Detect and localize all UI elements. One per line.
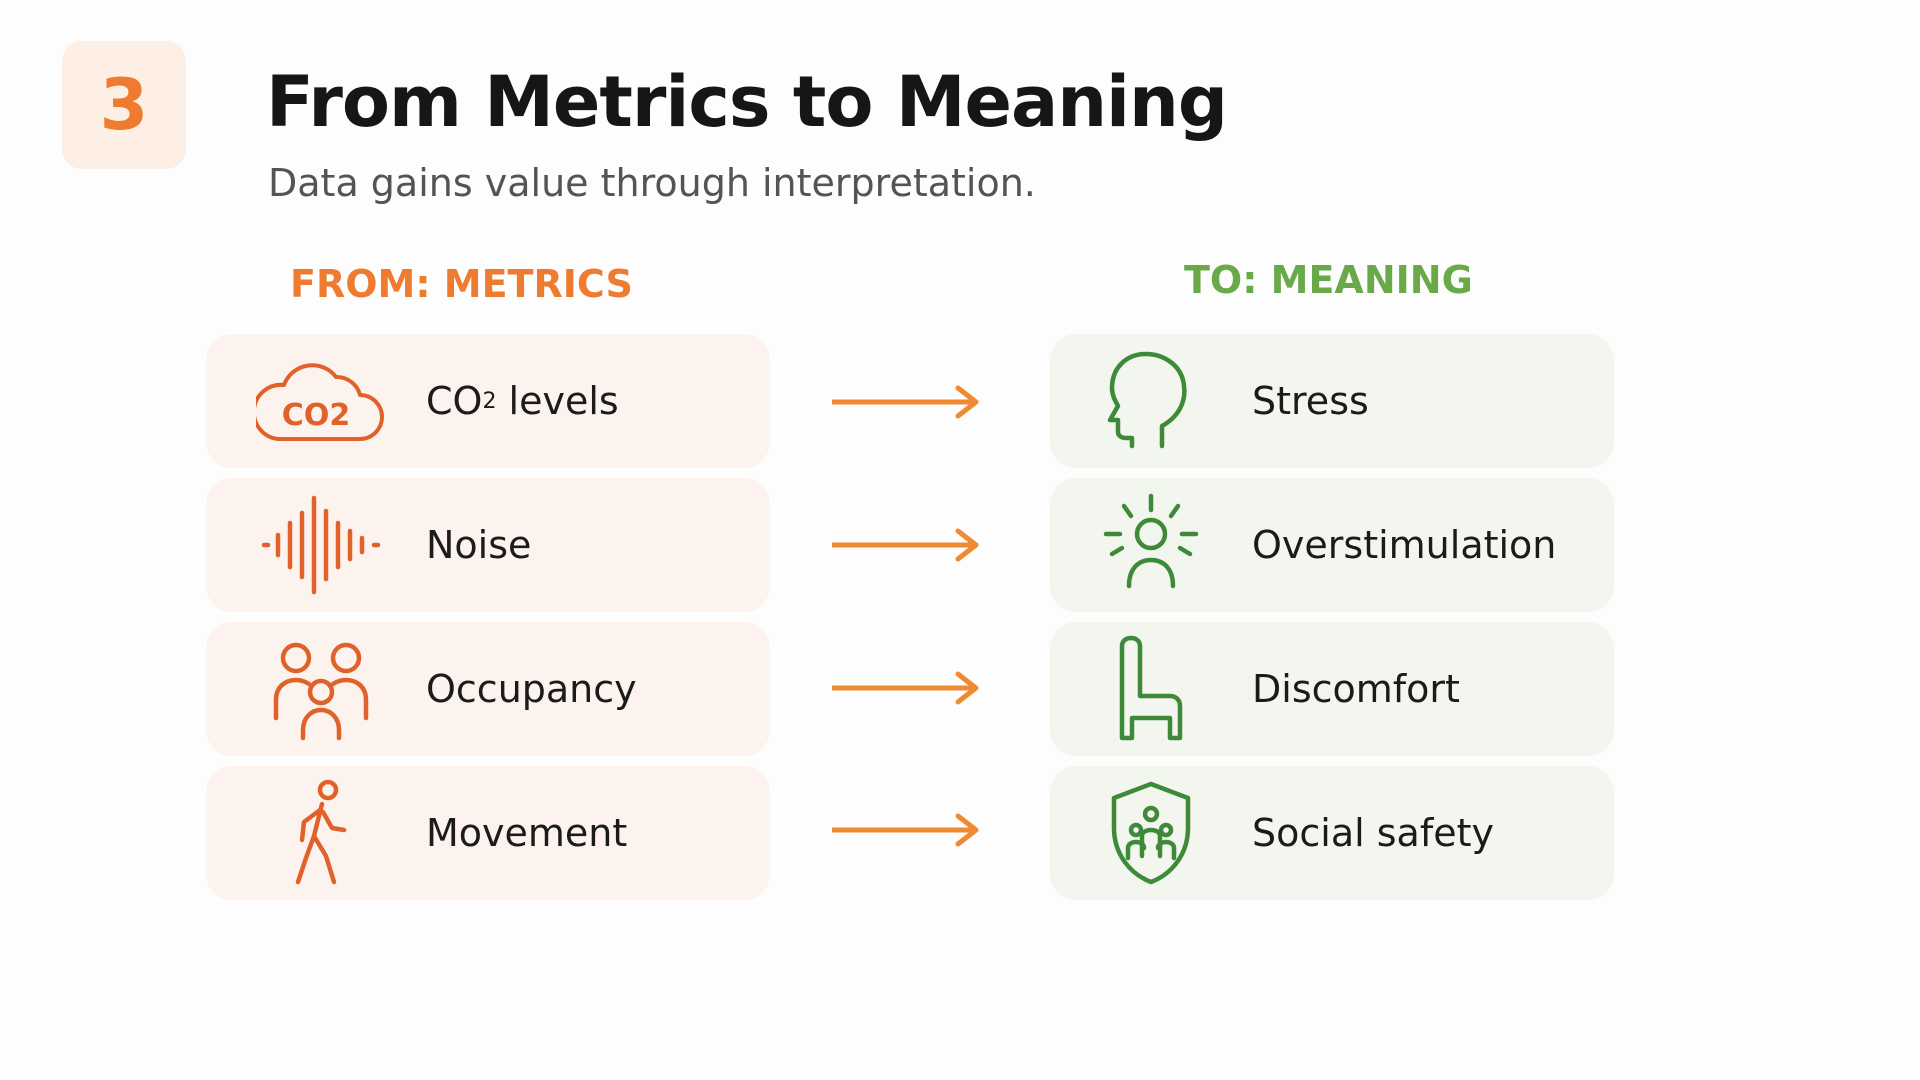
metric-card-movement: Movement bbox=[206, 766, 770, 900]
slide-subtitle: Data gains value through interpretation. bbox=[268, 161, 1036, 205]
shield-people-icon bbox=[1096, 778, 1206, 888]
person-radiating-icon bbox=[1096, 490, 1206, 600]
co2-icon-text: CO2 bbox=[282, 398, 350, 433]
meaning-card-social-safety: Social safety bbox=[1050, 766, 1614, 900]
meaning-label-social-safety: Social safety bbox=[1252, 811, 1494, 855]
arrow-icon bbox=[832, 813, 979, 847]
meaning-label-stress: Stress bbox=[1252, 379, 1369, 423]
slide-number-badge: 3 bbox=[62, 41, 186, 169]
metric-label-occupancy: Occupancy bbox=[426, 667, 637, 711]
metric-card-occupancy: Occupancy bbox=[206, 622, 770, 756]
metric-label-movement: Movement bbox=[426, 811, 628, 855]
meaning-card-overstimulation: Overstimulation bbox=[1050, 478, 1614, 612]
slide-title: From Metrics to Meaning bbox=[266, 61, 1228, 143]
meaning-label-overstimulation: Overstimulation bbox=[1252, 523, 1557, 567]
arrow-icon bbox=[832, 385, 979, 419]
slide-number: 3 bbox=[99, 64, 149, 146]
arrow-icon bbox=[832, 671, 979, 705]
metric-label-noise: Noise bbox=[426, 523, 532, 567]
from-metrics-heading: FROM: METRICS bbox=[290, 262, 633, 306]
meaning-label-discomfort: Discomfort bbox=[1252, 667, 1460, 711]
meaning-card-stress: Stress bbox=[1050, 334, 1614, 468]
arrow-icon bbox=[832, 528, 979, 562]
co2-cloud-icon: CO2 bbox=[256, 346, 386, 456]
sound-wave-icon bbox=[256, 490, 386, 600]
meaning-card-discomfort: Discomfort bbox=[1050, 622, 1614, 756]
to-meaning-heading: TO: MEANING bbox=[1184, 258, 1473, 302]
metric-card-noise: Noise bbox=[206, 478, 770, 612]
walking-person-icon bbox=[256, 778, 386, 888]
people-group-icon bbox=[256, 634, 386, 744]
head-profile-icon bbox=[1096, 346, 1206, 456]
chair-icon bbox=[1096, 634, 1206, 744]
